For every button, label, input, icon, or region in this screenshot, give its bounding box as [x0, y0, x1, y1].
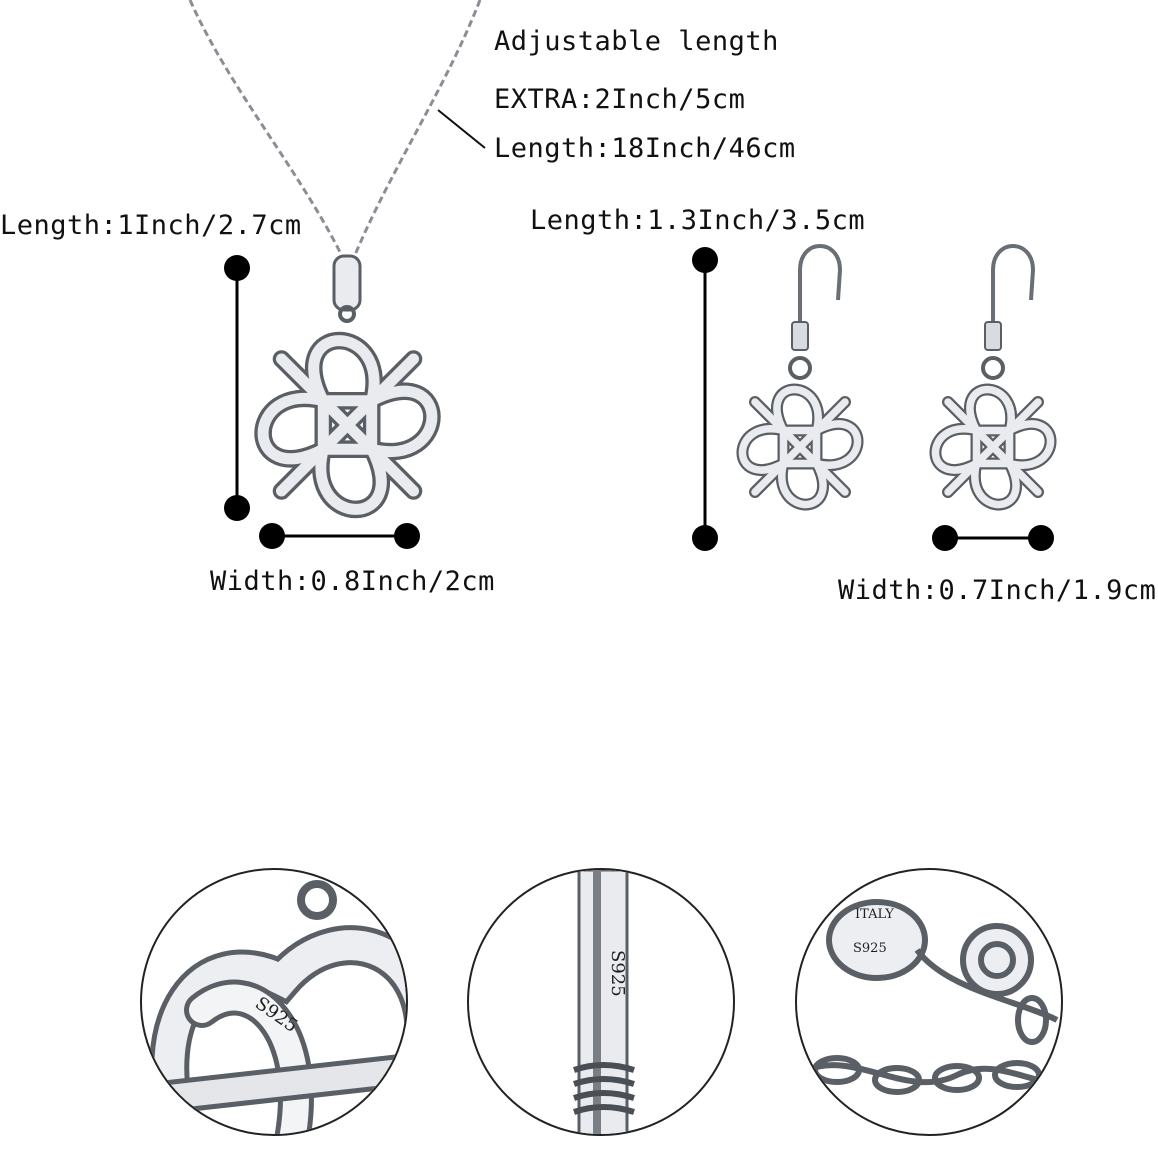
left-earring — [742, 244, 857, 505]
chain-length-label: Length:18Inch/46cm — [494, 133, 796, 164]
detail-hook-stamp: S925 — [467, 868, 735, 1136]
earring-length-label: Length:1.3Inch/3.5cm — [530, 205, 866, 236]
product-illustration — [188, 0, 1158, 551]
extra-length-label: EXTRA:2Inch/5cm — [494, 84, 746, 115]
right-earring — [935, 244, 1050, 505]
pendant-width-label: Width:0.8Inch/2cm — [210, 566, 495, 597]
adjustable-length-label: Adjustable length — [494, 26, 779, 57]
necklace-chain — [188, 0, 482, 263]
pendant-bail — [332, 254, 362, 323]
pendant-length-label: Length:1Inch/2.7cm — [0, 210, 302, 241]
earring-width-label: Width:0.7Inch/1.9cm — [838, 575, 1157, 606]
chain-pointer-line — [437, 109, 486, 149]
pendant-length-marker — [224, 255, 250, 521]
earring-width-marker — [932, 525, 1054, 551]
celtic-knot-pendant — [263, 341, 432, 510]
hook-stamp-text: S925 — [607, 950, 628, 997]
clasp-tag-top-text: ITALY — [855, 907, 894, 922]
pendant-width-marker — [259, 523, 420, 549]
earring-length-marker — [692, 247, 718, 551]
clasp-tag-bottom-text: S925 — [853, 941, 887, 956]
detail-clasp: ITALY S925 — [795, 868, 1063, 1136]
detail-pendant-stamp: S925 — [140, 868, 408, 1136]
